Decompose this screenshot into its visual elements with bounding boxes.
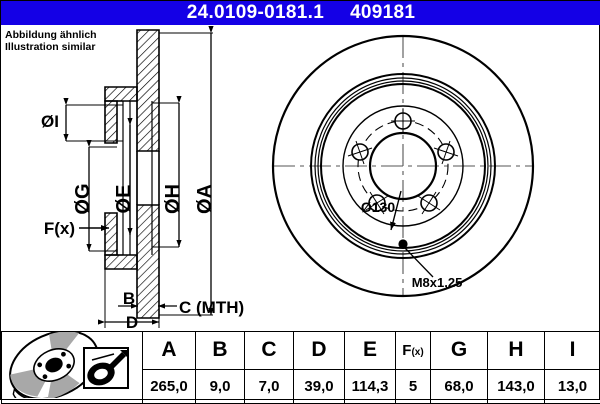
col-header-c: C <box>245 332 294 370</box>
value-c: 7,0 <box>245 369 294 403</box>
dim-c-mth: C (MTH) <box>158 269 244 317</box>
front-view: Ø130 M8x1,25 <box>273 36 534 297</box>
value-g: 68,0 <box>431 369 488 403</box>
fx-sub: (x) <box>411 347 423 358</box>
col-header-e: E <box>345 332 396 370</box>
brake-disc-illustration <box>2 332 142 398</box>
technical-drawing: ØI ØG ØE ØH <box>1 25 600 331</box>
label-diameter-a: ØA <box>194 184 216 214</box>
label-diameter-g: ØG <box>72 183 94 214</box>
col-header-h: H <box>488 332 545 370</box>
bolt-hole <box>391 109 415 133</box>
label-dim-b: B <box>123 289 135 308</box>
dimension-table: A B C D E F(x) G H I 265,0 9,0 7,0 39,0 … <box>1 331 600 404</box>
threaded-hole-marker <box>398 239 407 248</box>
label-diameter-i: ØI <box>41 112 59 131</box>
label-diameter-h: ØH <box>162 184 184 214</box>
value-h: 143,0 <box>488 369 545 403</box>
reference-number: 409181 <box>350 3 415 23</box>
col-header-fx: F(x) <box>396 332 431 370</box>
col-header-d: D <box>294 332 345 370</box>
dim-thickness-fx: F(x) <box>44 219 109 238</box>
part-number: 24.0109-0181.1 <box>187 3 324 23</box>
disc-illustration-cell <box>2 332 143 404</box>
header-banner: 24.0109-0181.1 409181 <box>1 1 600 25</box>
value-fx: 5 <box>396 369 431 403</box>
label-dim-c: C (MTH) <box>179 298 244 317</box>
label-thickness-fx: F(x) <box>44 219 75 238</box>
bolt-hole <box>348 141 372 164</box>
col-header-g: G <box>431 332 488 370</box>
value-i: 13,0 <box>545 369 600 403</box>
disc-tool-icon <box>84 348 128 389</box>
cross-section-view: ØI ØG ØE ØH <box>41 30 244 331</box>
value-b: 9,0 <box>196 369 245 403</box>
dim-b: B <box>118 269 138 313</box>
friction-band-edges <box>137 151 159 205</box>
col-header-i: I <box>545 332 600 370</box>
table-header-row: A B C D E F(x) G H I <box>2 332 600 370</box>
value-e: 114,3 <box>345 369 396 403</box>
label-bolt-circle: Ø130 <box>361 199 395 215</box>
value-a: 265,0 <box>143 369 196 403</box>
col-header-a: A <box>143 332 196 370</box>
label-diameter-e: ØE <box>113 185 135 214</box>
dim-diameter-a: ØA <box>159 33 216 315</box>
disc-profile-hatched <box>105 30 159 318</box>
bolt-hole <box>434 141 458 164</box>
label-thread: M8x1,25 <box>412 275 463 290</box>
value-d: 39,0 <box>294 369 345 403</box>
col-header-b: B <box>196 332 245 370</box>
label-dim-d: D <box>126 313 138 331</box>
